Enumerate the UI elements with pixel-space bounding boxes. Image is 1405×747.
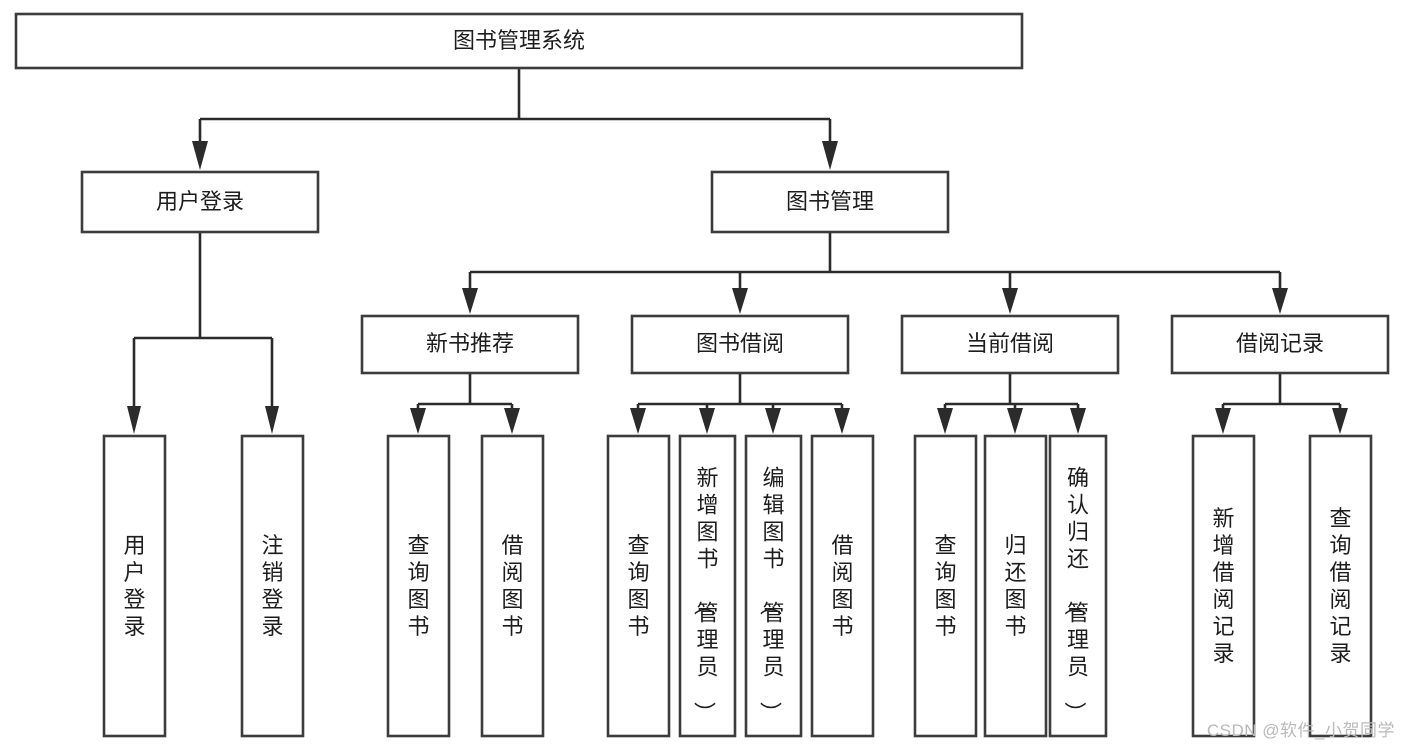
node-current-borrow-box[interactable] bbox=[900, 314, 1120, 375]
arrowhead-bookborrow-leaf-2 bbox=[699, 408, 715, 434]
node-root[interactable]: 图书管理系统 bbox=[14, 12, 1024, 70]
node-new-book-recommend-box[interactable] bbox=[360, 314, 580, 375]
arrowhead-newbook-leaf-2 bbox=[504, 408, 520, 434]
leaf-node[interactable]: 借阅图书 bbox=[480, 434, 545, 738]
leaf-node-box[interactable] bbox=[480, 434, 545, 738]
node-book-management-box[interactable] bbox=[710, 170, 950, 234]
node-book-borrow[interactable]: 图书借阅 bbox=[630, 314, 850, 375]
arrowhead-borrowrecord-leaf-2 bbox=[1332, 408, 1348, 434]
leaf-node-label: 用户登录 bbox=[123, 533, 145, 639]
node-user-login-box[interactable] bbox=[80, 170, 320, 234]
leaf-node-box[interactable] bbox=[983, 434, 1048, 738]
node-current-borrow-label: 当前借阅 bbox=[966, 331, 1054, 356]
leaf-node[interactable]: 归还图书 bbox=[983, 434, 1048, 738]
leaf-node[interactable]: 新增图书（管理员） bbox=[678, 434, 737, 738]
leaf-node-label: 归还图书 bbox=[1004, 533, 1026, 639]
leaf-node-box[interactable] bbox=[1191, 434, 1256, 738]
leaf-node-label: 查询图书 bbox=[934, 533, 956, 639]
leaf-node[interactable]: 新增借阅记录 bbox=[1191, 434, 1256, 738]
leaf-node[interactable]: 查询图书 bbox=[913, 434, 978, 738]
leaf-node-layer: 用户登录 注销登录 查询图书 借阅图书 查询图书 新增图书（管理员） 编辑图书（管理员） 借阅… bbox=[102, 434, 1373, 738]
leaf-node-box[interactable] bbox=[678, 434, 737, 738]
leaf-node-label: 确认归还（管理员） bbox=[1062, 466, 1089, 724]
leaf-node[interactable]: 注销登录 bbox=[240, 434, 305, 738]
leaf-node-box[interactable] bbox=[810, 434, 875, 738]
node-user-login-label: 用户登录 bbox=[156, 189, 244, 214]
leaf-node[interactable]: 查询图书 bbox=[606, 434, 671, 738]
node-current-borrow[interactable]: 当前借阅 bbox=[900, 314, 1120, 375]
leaf-node-box[interactable] bbox=[1048, 434, 1108, 738]
arrowhead-borrowrecord-leaf-1 bbox=[1215, 408, 1231, 434]
leaf-node-box[interactable] bbox=[913, 434, 978, 738]
node-borrow-record[interactable]: 借阅记录 bbox=[1170, 314, 1390, 375]
node-book-borrow-box[interactable] bbox=[630, 314, 850, 375]
arrowhead-new-book-rec bbox=[462, 288, 478, 314]
leaf-node-label: 查询图书 bbox=[407, 533, 429, 639]
leaf-node-label: 查询借阅记录 bbox=[1329, 506, 1351, 666]
leaf-node[interactable]: 查询图书 bbox=[386, 434, 451, 738]
leaf-node-box[interactable] bbox=[386, 434, 451, 738]
node-new-book-recommend-label: 新书推荐 bbox=[426, 331, 514, 356]
connector-layer bbox=[127, 68, 1348, 434]
node-borrow-record-box[interactable] bbox=[1170, 314, 1390, 375]
arrowhead-currentborrow-leaf-3 bbox=[1070, 408, 1086, 434]
arrowhead-bookborrow-leaf-4 bbox=[834, 408, 850, 434]
leaf-node-label: 编辑图书（管理员） bbox=[757, 466, 784, 724]
leaf-node-label: 查询图书 bbox=[627, 533, 649, 639]
leaf-node-box[interactable] bbox=[240, 434, 305, 738]
arrowhead-book-borrow bbox=[732, 288, 748, 314]
arrowhead-current-borrow bbox=[1002, 288, 1018, 314]
leaf-node-box[interactable] bbox=[606, 434, 671, 738]
leaf-node-box[interactable] bbox=[1308, 434, 1373, 738]
arrowhead-bookborrow-leaf-3 bbox=[765, 408, 781, 434]
leaf-node-box[interactable] bbox=[102, 434, 167, 738]
arrowhead-leaf-user-login bbox=[127, 406, 141, 434]
node-user-login[interactable]: 用户登录 bbox=[80, 170, 320, 234]
arrowhead-leaf-logout bbox=[265, 406, 279, 434]
arrowhead-currentborrow-leaf-2 bbox=[1007, 408, 1023, 434]
leaf-node[interactable]: 编辑图书（管理员） bbox=[744, 434, 803, 738]
node-borrow-record-label: 借阅记录 bbox=[1236, 331, 1324, 356]
arrowhead-bookborrow-leaf-1 bbox=[630, 408, 646, 434]
node-root-box[interactable] bbox=[14, 12, 1024, 70]
arrowhead-book-mgmt bbox=[822, 141, 838, 170]
leaf-node[interactable]: 确认归还（管理员） bbox=[1048, 434, 1108, 738]
leaf-node[interactable]: 用户登录 bbox=[102, 434, 167, 738]
arrowhead-newbook-leaf-1 bbox=[410, 408, 426, 434]
node-book-borrow-label: 图书借阅 bbox=[696, 331, 784, 356]
leaf-node[interactable]: 查询借阅记录 bbox=[1308, 434, 1373, 738]
arrowhead-currentborrow-leaf-1 bbox=[937, 408, 953, 434]
leaf-node-label: 注销登录 bbox=[261, 533, 283, 639]
arrowhead-user-login bbox=[192, 141, 208, 170]
node-root-label: 图书管理系统 bbox=[453, 28, 585, 53]
node-new-book-recommend[interactable]: 新书推荐 bbox=[360, 314, 580, 375]
arrowhead-borrow-record bbox=[1272, 288, 1288, 314]
leaf-node-label: 借阅图书 bbox=[831, 533, 853, 639]
leaf-node-box[interactable] bbox=[744, 434, 803, 738]
leaf-node[interactable]: 借阅图书 bbox=[810, 434, 875, 738]
node-book-management[interactable]: 图书管理 bbox=[710, 170, 950, 234]
node-book-management-label: 图书管理 bbox=[786, 189, 874, 214]
leaf-node-label: 新增图书（管理员） bbox=[691, 466, 718, 724]
leaf-node-label: 新增借阅记录 bbox=[1212, 506, 1234, 666]
leaf-node-label: 借阅图书 bbox=[501, 533, 523, 639]
